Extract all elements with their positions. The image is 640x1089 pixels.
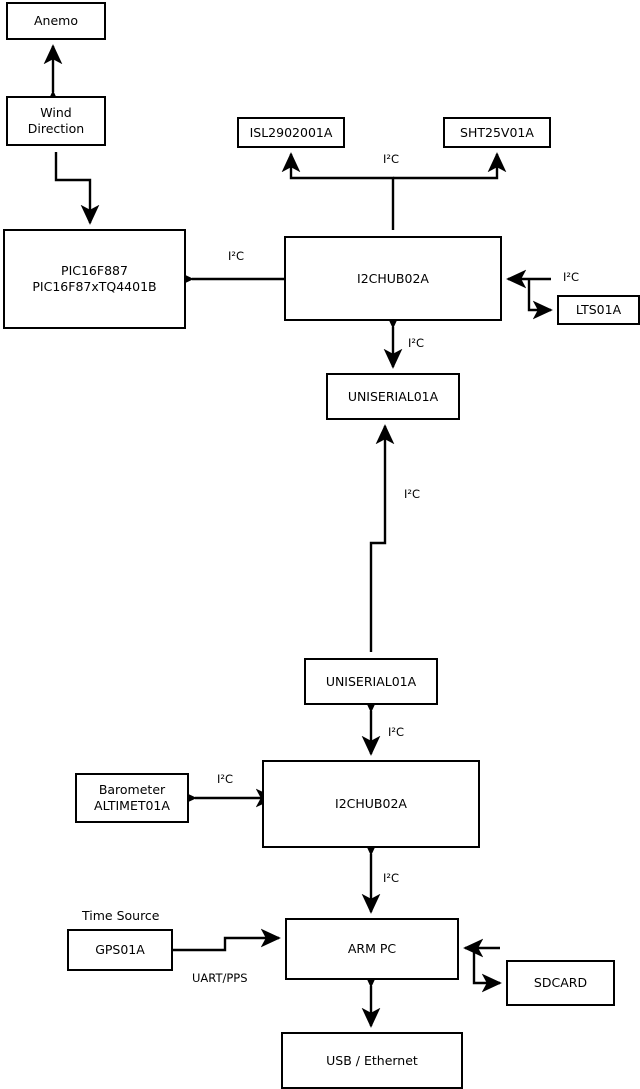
node-label-line: UNISERIAL01A — [347, 388, 439, 404]
wire-hub-isl — [281, 152, 395, 230]
edge-label-i2c-pic-hub: I²C — [228, 249, 245, 263]
node-label-line: Direction — [27, 121, 85, 136]
label-time-source: Time Source — [82, 908, 160, 923]
node-label-line: ALTIMET01A — [94, 798, 170, 813]
edge-label-i2c-barometer: I²C — [217, 772, 234, 786]
edge-label-i2c-trunk: I²C — [404, 487, 421, 501]
edge-label-i2c-sensors: I²C — [383, 152, 400, 166]
node-anemo[interactable]: Anemo — [6, 2, 106, 40]
node-label-line: PIC16F87xTQ4401B — [32, 279, 157, 294]
edge-label-i2c-hub2-arm: I²C — [383, 871, 400, 885]
node-label-line: LTS01A — [575, 302, 622, 318]
node-label-line: I2CHUB02A — [357, 270, 429, 286]
node-uniserial01a-bottom[interactable]: UNISERIAL01A — [304, 658, 438, 705]
edge-label-uart-pps: UART/PPS — [192, 971, 248, 985]
node-label-line: ISL2902001A — [249, 124, 333, 140]
node-label-line: GPS01A — [95, 942, 145, 958]
wire-hub-sht — [393, 152, 507, 180]
wire-wind-pic — [54, 152, 100, 225]
node-gps01a[interactable]: GPS01A — [67, 929, 173, 971]
node-arm-pc[interactable]: ARM PC — [285, 918, 459, 980]
node-label-line: ARM PC — [347, 941, 397, 957]
node-usb-ethernet[interactable]: USB / Ethernet — [281, 1032, 463, 1089]
node-i2chub02a-top[interactable]: I2CHUB02A — [284, 236, 502, 321]
edge-label-i2c-hub-lts: I²C — [563, 270, 580, 284]
node-label-line: UNISERIAL01A — [325, 673, 417, 689]
wire-gps-armpc — [173, 928, 281, 952]
node-label-line: Barometer — [98, 782, 166, 798]
node-label-line: PIC16F887 — [61, 263, 128, 279]
edge-label-i2c-hub-uni: I²C — [408, 336, 425, 350]
node-i2chub02a-bottom[interactable]: I2CHUB02A — [262, 760, 480, 848]
wire-uniserial-trunk — [369, 424, 395, 652]
edge-label-i2c-uni-hub2: I²C — [388, 725, 405, 739]
node-label-line: Anemo — [34, 13, 78, 29]
wire-armpc-sdcard-out — [472, 948, 502, 993]
node-sht25v01a[interactable]: SHT25V01A — [443, 117, 551, 148]
node-label-line: SHT25V01A — [460, 124, 534, 140]
wire-hub-lts-out — [527, 279, 553, 320]
node-label-line: Wind — [40, 105, 72, 121]
node-sdcard[interactable]: SDCARD — [506, 960, 615, 1006]
node-uniserial01a-top[interactable]: UNISERIAL01A — [326, 373, 460, 420]
node-isl2902001a[interactable]: ISL2902001A — [237, 117, 345, 148]
node-label-line: I2CHUB02A — [335, 796, 407, 812]
node-label-line: SDCARD — [533, 975, 588, 991]
node-label-line: USB / Ethernet — [326, 1052, 418, 1068]
node-lts01a[interactable]: LTS01A — [557, 295, 640, 325]
